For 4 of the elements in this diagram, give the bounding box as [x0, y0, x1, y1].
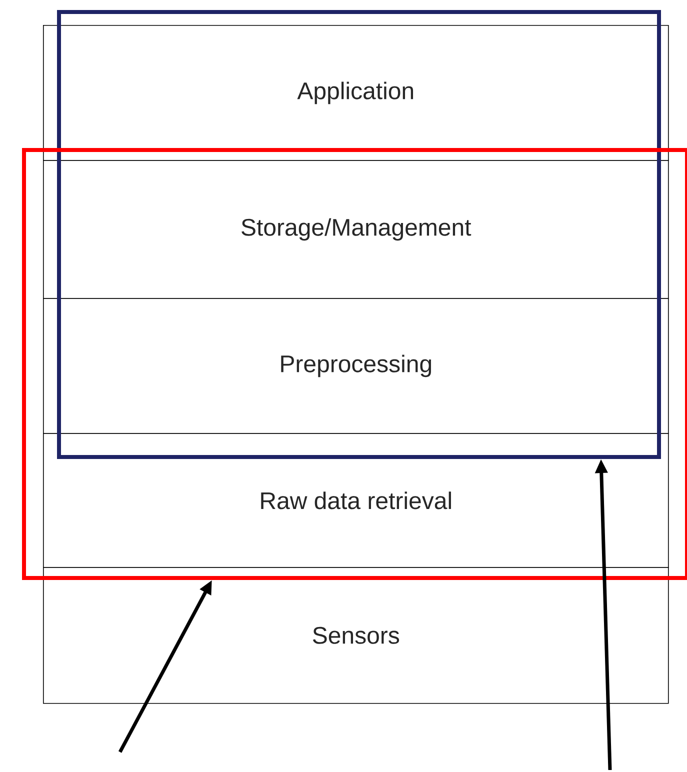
layer-box: Storage/Management — [43, 160, 669, 299]
group-rectangle — [57, 10, 661, 459]
layer-box: Sensors — [43, 567, 669, 704]
layer-box: Preprocessing — [43, 298, 669, 434]
